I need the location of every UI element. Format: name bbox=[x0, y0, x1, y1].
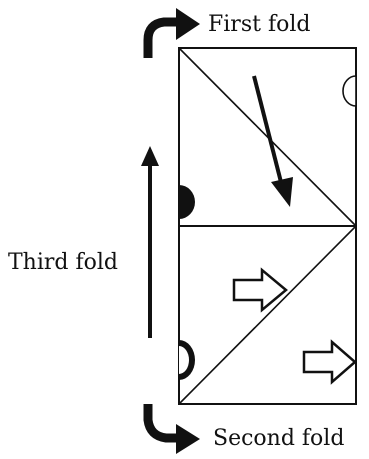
second-fold-label: Second fold bbox=[213, 426, 345, 451]
diagonal-crease-lower bbox=[178, 225, 357, 405]
crescent-inner bbox=[179, 346, 189, 374]
second-fold-hook-arrow-icon bbox=[143, 404, 180, 443]
second-fold-hook-head bbox=[176, 424, 200, 454]
filled-semicircle-left-icon bbox=[179, 185, 195, 219]
third-fold-label: Third fold bbox=[8, 250, 118, 275]
hollow-right-arrow-icon bbox=[302, 339, 357, 385]
first-fold-hook-head bbox=[176, 8, 200, 40]
fold-arrow-shaft bbox=[252, 75, 285, 191]
fold-arrow-head-icon bbox=[271, 177, 293, 207]
hollow-right-arrow-icon bbox=[232, 267, 288, 313]
first-fold-hook-arrow-icon bbox=[143, 17, 180, 58]
first-fold-label: First fold bbox=[208, 12, 311, 37]
open-semicircle-right-icon bbox=[342, 75, 357, 107]
third-fold-arrow-head-icon bbox=[141, 146, 159, 166]
